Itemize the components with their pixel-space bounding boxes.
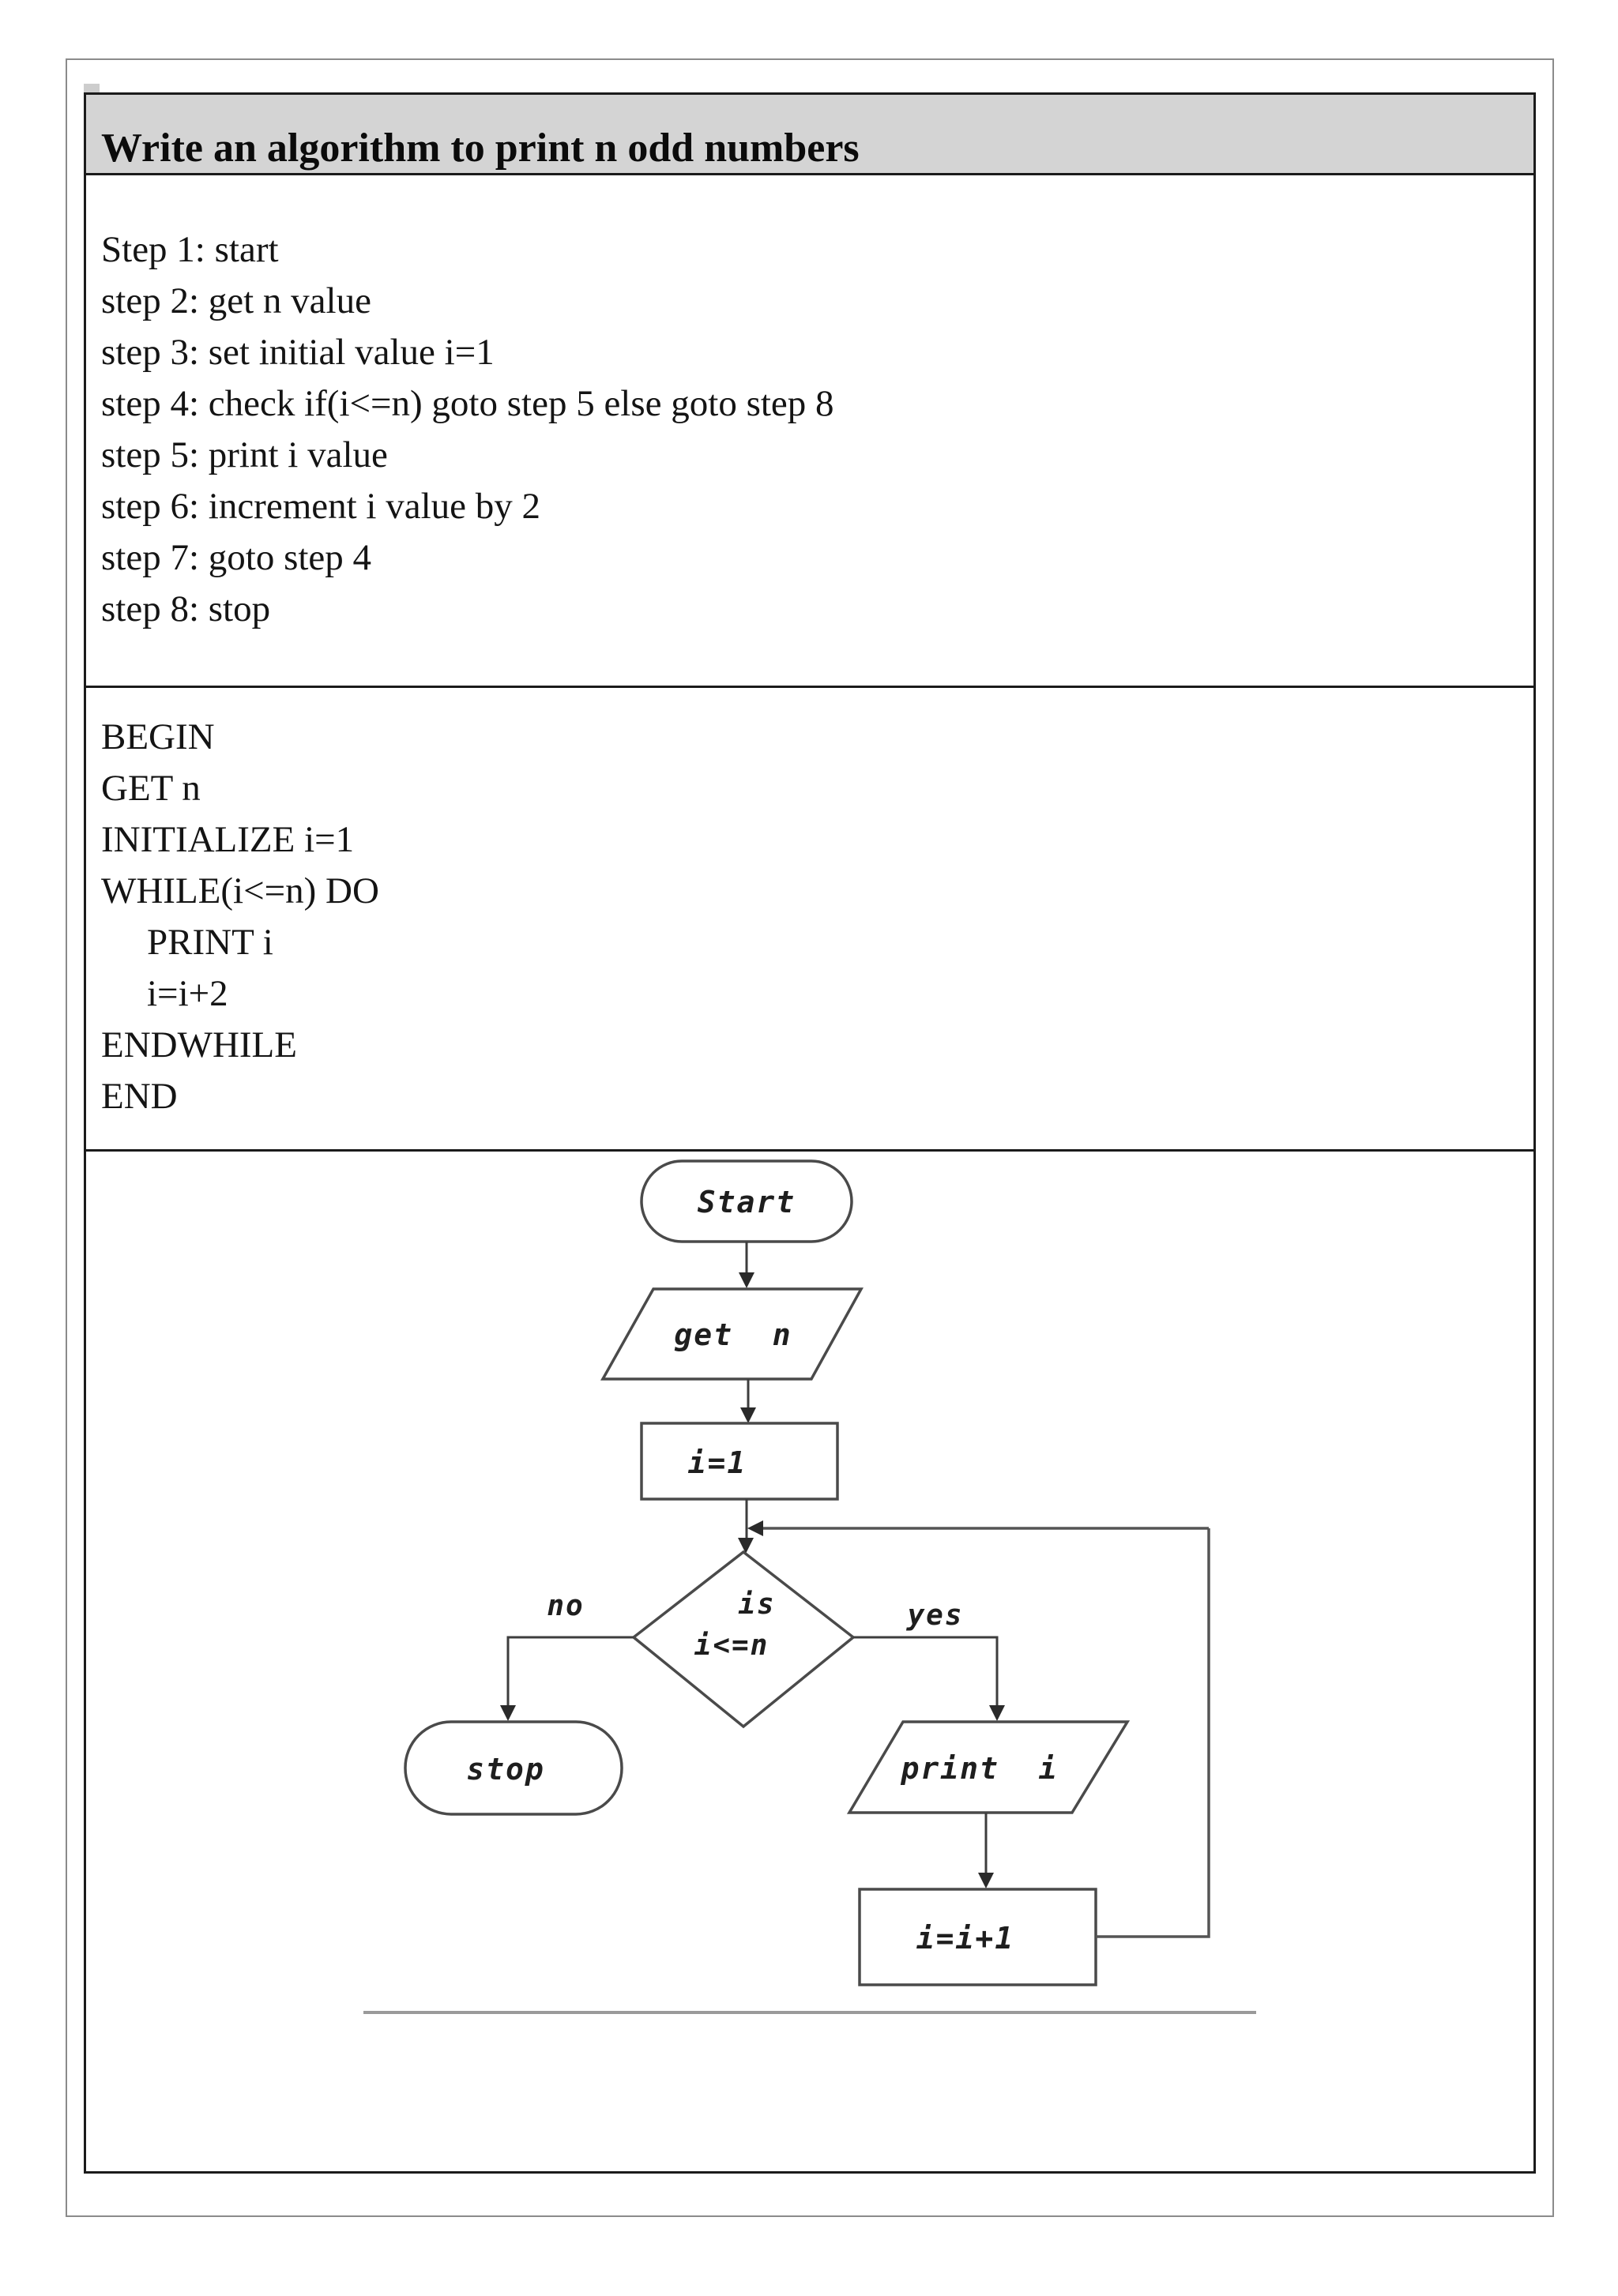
arrowhead-down-icon [739, 1272, 754, 1288]
connector-yes-branch [853, 1636, 999, 1710]
flowchart-increment-box [858, 1888, 1097, 1986]
algorithm-step: step 6: increment i value by 2 [101, 486, 541, 527]
algorithm-step: step 5: print i value [101, 434, 388, 475]
flowchart-stop-terminator [404, 1720, 623, 1816]
pseudocode-line: WHILE(i<=n) DO [101, 870, 379, 911]
flowchart-no-label: no [547, 1590, 584, 1622]
flowchart-print-label: print i [900, 1751, 1058, 1786]
flowchart-decision-label-top: is [738, 1588, 775, 1621]
pseudocode-line: PRINT i [147, 922, 273, 963]
page-border [66, 58, 1554, 2217]
flowchart-decision-label-bottom: i<=n [694, 1629, 769, 1662]
algorithm-steps-section: Step 1: start step 2: get n value step 3… [86, 175, 1533, 688]
flowchart-canvas: Start get n i=1 is i<=n no stop [363, 1159, 1256, 2014]
flowchart-getn-label: get n [674, 1317, 792, 1352]
flowchart-yes-label: yes [905, 1599, 963, 1632]
connector-no-branch [506, 1636, 634, 1710]
algorithm-step: step 7: goto step 4 [101, 537, 372, 578]
arrowhead-down-icon [740, 1407, 756, 1423]
flowchart-increment-label: i=i+1 [916, 1921, 1014, 1956]
connector-loopback-side [1096, 1528, 1210, 1938]
flowchart-stop-label: stop [466, 1752, 545, 1787]
flowchart-start-label: Start [698, 1185, 796, 1219]
pseudocode-line: i=i+2 [147, 973, 228, 1014]
pseudocode-line: END [101, 1076, 178, 1117]
algorithm-step: step 2: get n value [101, 280, 371, 321]
flowchart-getn-parallelogram [600, 1287, 864, 1381]
arrowhead-down-icon [978, 1873, 994, 1888]
flowchart-decision-diamond [631, 1550, 856, 1729]
title-row: Write an algorithm to print n odd number… [86, 95, 1533, 175]
flowchart-init-label: i=1 [688, 1445, 747, 1480]
algorithm-step: step 8: stop [101, 588, 271, 629]
pseudocode-line: GET n [101, 768, 201, 809]
pseudocode-line: ENDWHILE [101, 1024, 297, 1065]
pseudocode-section: BEGIN GET n INITIALIZE i=1 WHILE(i<=n) D… [86, 688, 1533, 1152]
algorithm-step: step 3: set initial value i=1 [101, 332, 495, 373]
pseudocode-line: BEGIN [101, 716, 215, 757]
pseudocode-line: INITIALIZE i=1 [101, 819, 355, 860]
arrowhead-left-icon [747, 1520, 763, 1536]
content-table: Write an algorithm to print n odd number… [84, 92, 1536, 2174]
arrowhead-down-icon [989, 1705, 1005, 1721]
flowchart-print-parallelogram [846, 1720, 1131, 1814]
arrowhead-down-icon [500, 1705, 516, 1721]
algorithm-step: step 4: check if(i<=n) goto step 5 else … [101, 383, 834, 424]
algorithm-step: Step 1: start [101, 229, 279, 270]
arrowhead-down-icon [738, 1538, 754, 1554]
page-title: Write an algorithm to print n odd number… [101, 126, 860, 171]
flowchart-init-box [640, 1422, 839, 1501]
